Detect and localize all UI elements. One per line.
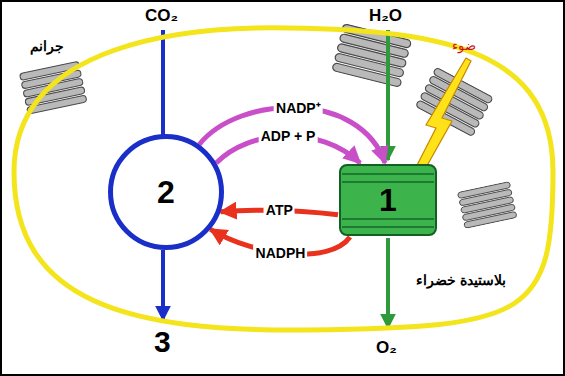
granum-label: جرانم — [30, 38, 64, 55]
arrow-label: ATP — [264, 202, 295, 218]
arrow-label: ADP + P — [259, 128, 318, 144]
node-number: 1 — [379, 181, 397, 219]
input-label: CO₂ — [145, 6, 178, 26]
water-arrow — [386, 30, 390, 160]
light-label: ضوء — [452, 38, 476, 54]
node-number: 2 — [157, 173, 175, 211]
output-label: O₂ — [376, 338, 397, 358]
product-arrow — [161, 250, 165, 320]
granum-stack — [457, 182, 517, 229]
callout-number: 3 — [154, 324, 171, 360]
input-label: H₂O — [369, 6, 402, 26]
co2-line — [161, 30, 165, 138]
arrow-label: NADPH — [254, 245, 308, 261]
organelle-label: بلاستيدة خضراء — [416, 272, 506, 289]
calvin-cycle-circle: 2 — [108, 134, 224, 250]
flow-arrow — [199, 107, 385, 163]
chloroplast-outline: بلاستيدة خضراء 2 1 — [8, 22, 558, 334]
light-bolt — [411, 58, 471, 180]
oxygen-arrow — [386, 238, 390, 328]
arrow-label: NADP⁺ — [274, 100, 323, 116]
thylakoid-stack: 1 — [338, 163, 438, 237]
